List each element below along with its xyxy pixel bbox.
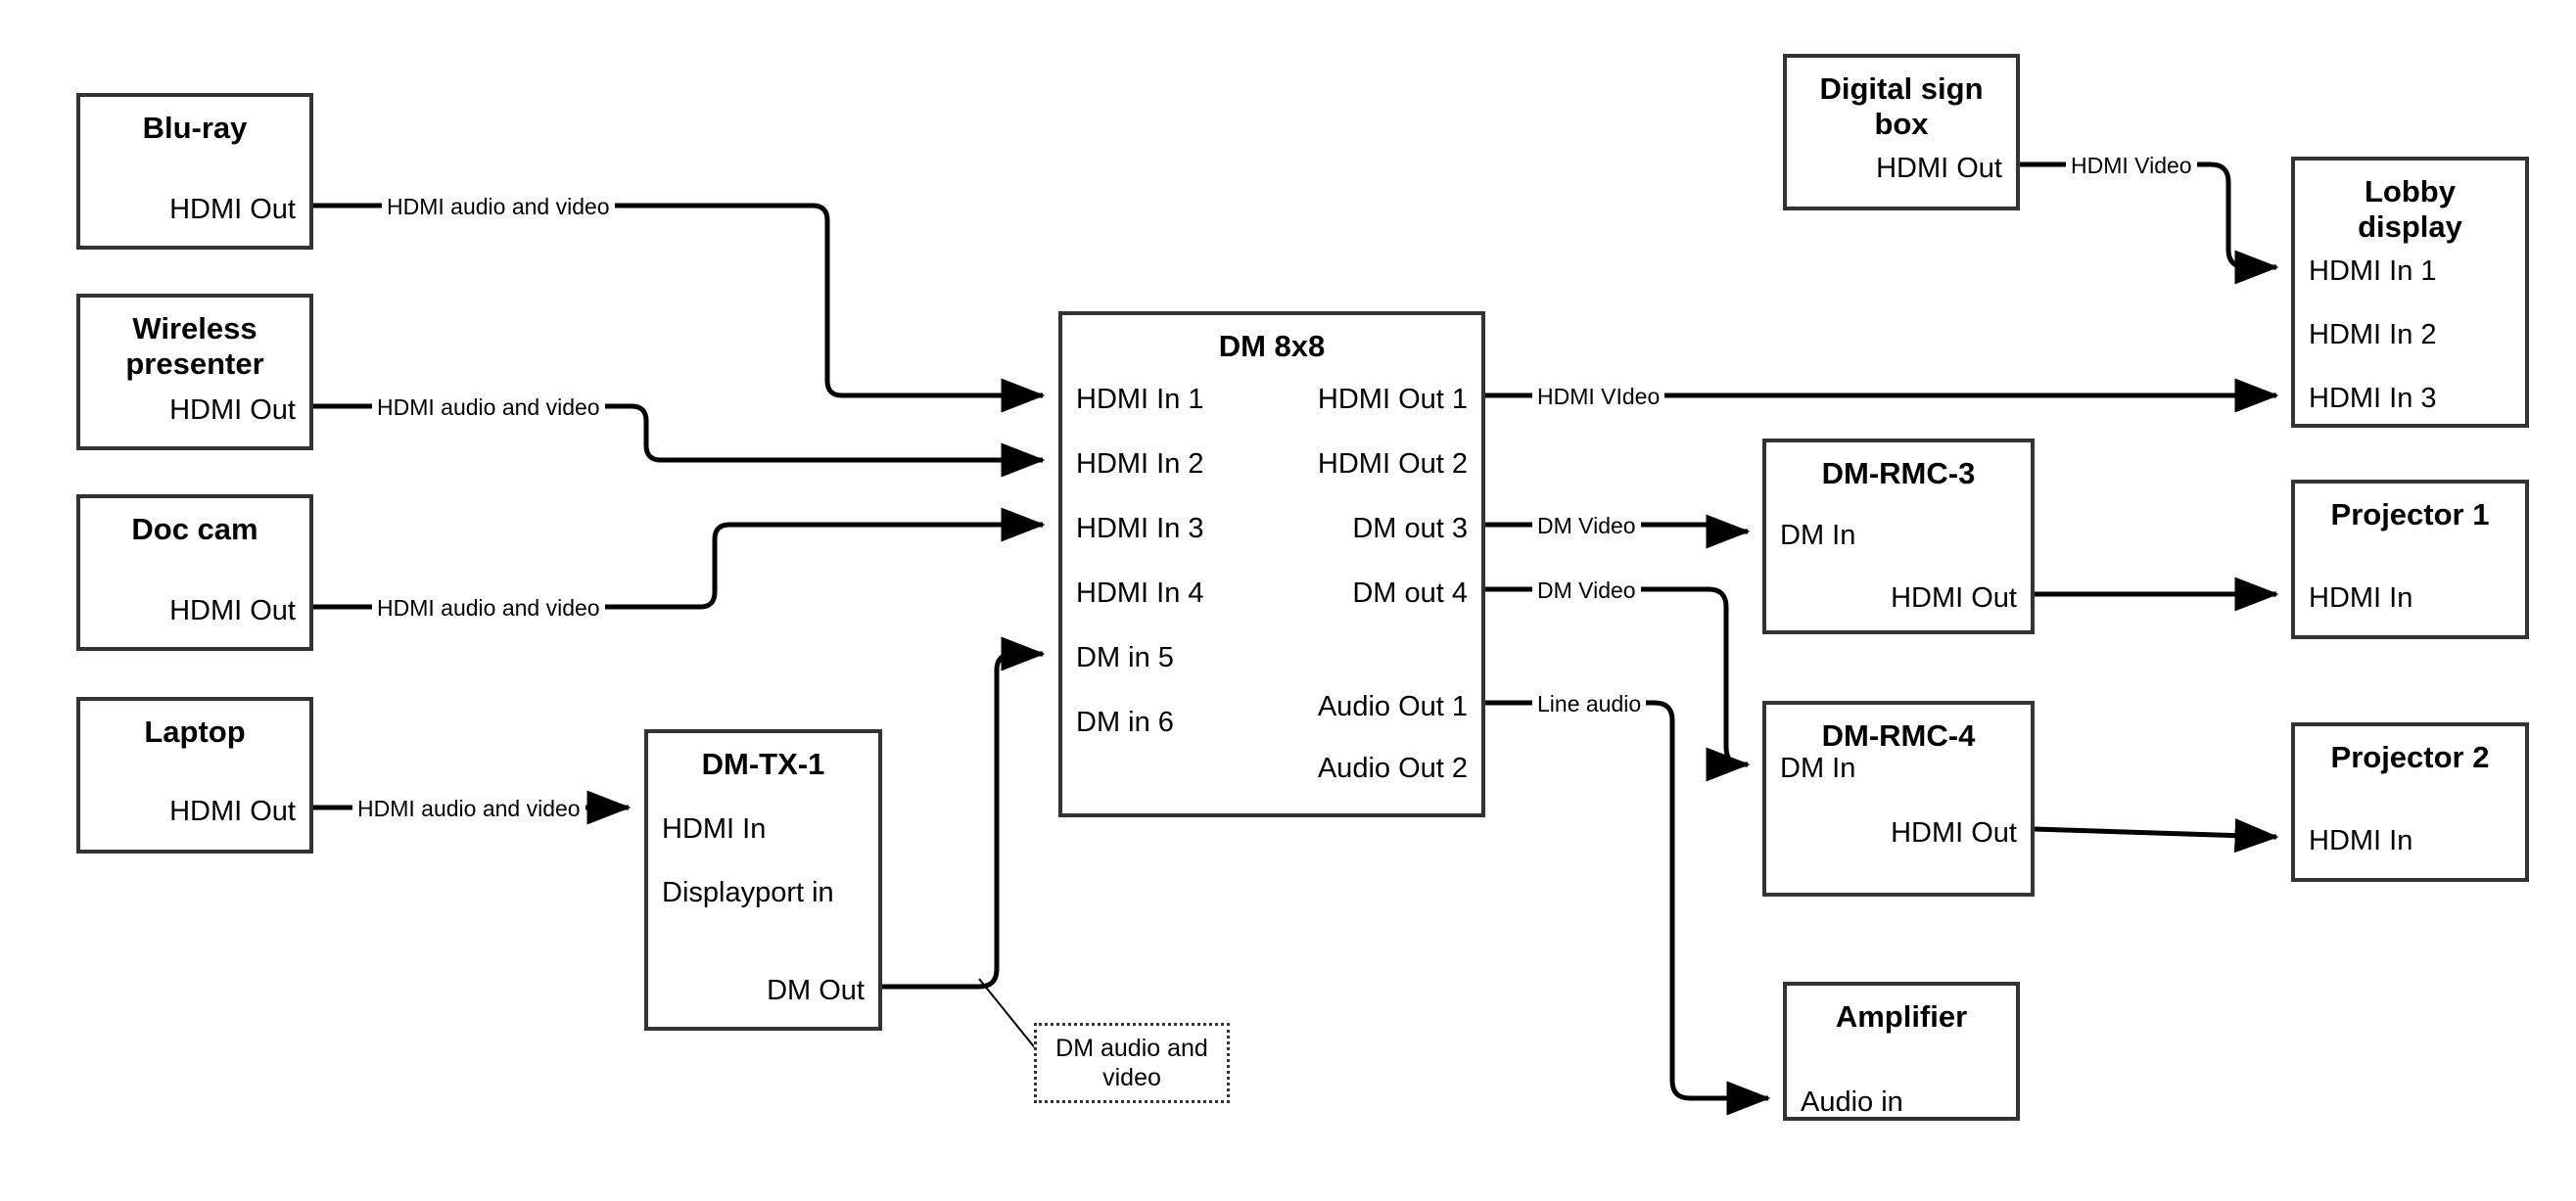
wire-sign-to-lobby <box>2020 162 2279 285</box>
port-amplifier-audio-in[interactable]: Audio in <box>1801 1086 1903 1118</box>
port-rmc4-hdmi-out[interactable]: HDMI Out <box>1891 817 2017 849</box>
node-title-rmc3: DM-RMC-3 <box>1821 456 1976 490</box>
port-dm8x8-dm-in-6[interactable]: DM in 6 <box>1076 707 1174 738</box>
wire-dm-audioout1-to-amp <box>1485 700 1771 1116</box>
port-dm8x8-dm-out-3[interactable]: DM out 3 <box>1352 513 1468 544</box>
callout-leader-line <box>978 978 1042 1056</box>
port-laptop-hdmi-out[interactable]: HDMI Out <box>169 796 296 827</box>
wire-label-dm-dmout3-to-rmc3: DM Video <box>1532 515 1641 537</box>
port-rmc3-dm-in[interactable]: DM In <box>1780 520 1856 551</box>
port-doccam-hdmi-out[interactable]: HDMI Out <box>169 595 296 626</box>
node-rmc3[interactable]: DM-RMC-3 DM In HDMI Out <box>1762 439 2035 634</box>
node-title-amplifier: Amplifier <box>1835 999 1968 1034</box>
port-dm8x8-hdmi-in-3[interactable]: HDMI In 3 <box>1076 513 1204 544</box>
node-proj2[interactable]: Projector 2 HDMI In <box>2291 722 2529 882</box>
port-proj1-hdmi-in[interactable]: HDMI In <box>2309 582 2413 614</box>
node-title-laptop: Laptop <box>144 715 246 749</box>
port-dm8x8-hdmi-out-2[interactable]: HDMI Out 2 <box>1317 448 1468 480</box>
wire-label-dm-hdmiout1-to-lobby: HDMI VIdeo <box>1532 386 1665 408</box>
node-title-dm8x8: DM 8x8 <box>1218 329 1326 363</box>
wire-tx-to-dm <box>882 636 1046 990</box>
port-rmc4-dm-in[interactable]: DM In <box>1780 753 1856 784</box>
port-dm8x8-dm-out-4[interactable]: DM out 4 <box>1352 577 1468 609</box>
wire-rmc4-to-proj2 <box>2034 818 2279 854</box>
port-lobby-hdmi-in-3[interactable]: HDMI In 3 <box>2309 383 2437 414</box>
node-title-proj1: Projector 1 <box>2330 497 2490 531</box>
node-title-proj2: Projector 2 <box>2330 740 2490 774</box>
port-dmtx1-dm-out[interactable]: DM Out <box>767 975 865 1006</box>
wire-label-bluray-to-dm: HDMI audio and video <box>382 196 615 218</box>
callout-dm-audio-video: DM audio and video <box>1034 1023 1230 1103</box>
wire-label-dm-audioout1-to-amp: Line audio <box>1532 693 1647 716</box>
port-wireless-hdmi-out[interactable]: HDMI Out <box>169 394 296 426</box>
wire-dm-dmout4-to-rmc4 <box>1485 586 1751 782</box>
node-title-dmtx1: DM-TX-1 <box>701 747 825 781</box>
port-dm8x8-audio-out-1[interactable]: Audio Out 1 <box>1317 691 1468 722</box>
port-rmc3-hdmi-out[interactable]: HDMI Out <box>1891 582 2017 614</box>
port-dm8x8-dm-in-5[interactable]: DM in 5 <box>1076 642 1174 673</box>
wire-label-sign-to-lobby: HDMI Video <box>2066 155 2197 177</box>
port-dm8x8-hdmi-in-4[interactable]: HDMI In 4 <box>1076 577 1204 609</box>
wire-label-wireless-to-dm: HDMI audio and video <box>372 396 605 419</box>
node-title-rmc4: DM-RMC-4 <box>1821 718 1976 753</box>
port-dm8x8-hdmi-out-1[interactable]: HDMI Out 1 <box>1317 384 1468 415</box>
port-dmtx1-hdmi-in[interactable]: HDMI In <box>662 813 767 845</box>
wire-label-laptop-to-tx: HDMI audio and video <box>352 798 585 820</box>
node-title-bluray: Blu-ray <box>142 111 248 145</box>
port-lobby-hdmi-in-1[interactable]: HDMI In 1 <box>2309 255 2437 287</box>
port-dm8x8-audio-out-2[interactable]: Audio Out 2 <box>1317 753 1468 784</box>
wire-label-doccam-to-dm: HDMI audio and video <box>372 597 605 620</box>
wire-bluray-to-dm <box>313 203 1046 413</box>
port-dm8x8-hdmi-in-1[interactable]: HDMI In 1 <box>1076 384 1204 415</box>
port-digitalsign-hdmi-out[interactable]: HDMI Out <box>1876 153 2002 184</box>
port-dm8x8-hdmi-in-2[interactable]: HDMI In 2 <box>1076 448 1204 480</box>
port-bluray-hdmi-out[interactable]: HDMI Out <box>169 194 296 225</box>
leader-line <box>978 978 1042 1056</box>
port-dmtx1-displayport-in[interactable]: Displayport in <box>662 877 834 908</box>
wire-label-dm-dmout4-to-rmc4: DM Video <box>1532 579 1641 602</box>
port-lobby-hdmi-in-2[interactable]: HDMI In 2 <box>2309 319 2437 350</box>
node-title-doccam: Doc cam <box>131 512 258 546</box>
port-proj2-hdmi-in[interactable]: HDMI In <box>2309 825 2413 856</box>
node-proj1[interactable]: Projector 1 HDMI In <box>2291 480 2529 639</box>
